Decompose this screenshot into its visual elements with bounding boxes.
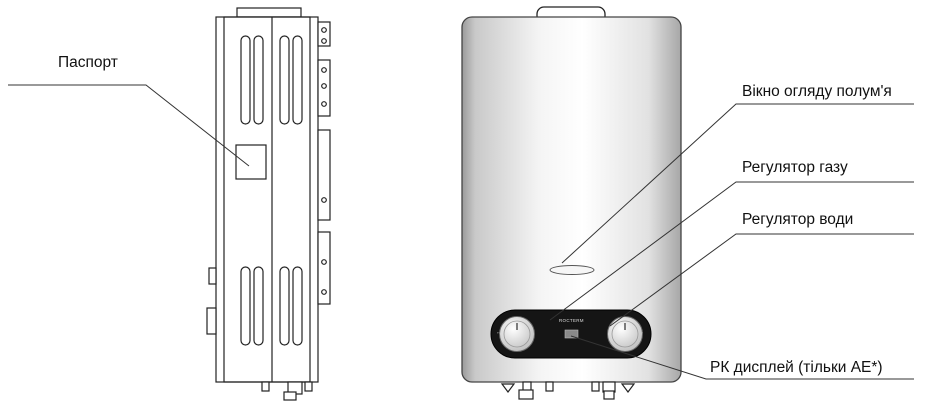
bottom-fitting xyxy=(261,381,270,392)
passport-plate xyxy=(235,144,267,180)
side-view-heater xyxy=(206,7,331,401)
vent-slot xyxy=(279,266,290,346)
bottom-fitting xyxy=(304,381,313,392)
front-view-heater: ROCTERM ‹‹ ›› xyxy=(461,6,682,400)
gas-knob[interactable] xyxy=(499,316,535,352)
rail-hole xyxy=(321,27,327,33)
front-body xyxy=(461,16,682,383)
leader-lcd-display xyxy=(570,335,914,380)
vent-slot xyxy=(240,35,251,125)
vent-slot xyxy=(292,266,303,346)
panel-mark: ‹‹ xyxy=(497,330,500,335)
label-gas-regulator: Регулятор газу xyxy=(742,159,848,176)
vent-slot xyxy=(279,35,290,125)
rail-hole xyxy=(321,197,327,203)
leader-passport xyxy=(8,84,250,167)
label-lcd-display: РК дисплей (тільки АЕ*) xyxy=(710,359,883,376)
label-water-regulator: Регулятор води xyxy=(742,211,853,228)
mount-rail xyxy=(317,129,331,221)
vent-slot xyxy=(292,35,303,125)
brand-logo: ROCTERM xyxy=(559,318,584,323)
flame-window xyxy=(549,265,595,275)
side-top-cap xyxy=(236,7,302,18)
leader-lines xyxy=(8,84,914,380)
front-bottom-fittings xyxy=(500,381,636,400)
lcd-display xyxy=(564,329,579,339)
side-fitting xyxy=(208,267,217,285)
vent-slot xyxy=(253,35,264,125)
label-flame-window: Вікно огляду полум'я xyxy=(742,83,892,100)
rail-hole xyxy=(321,259,327,265)
bottom-fitting xyxy=(283,391,297,401)
rail-hole xyxy=(321,289,327,295)
rail-hole xyxy=(321,38,327,44)
leader-flame-window xyxy=(561,103,914,264)
rail-hole xyxy=(321,83,327,89)
leader-water-regulator xyxy=(609,233,914,327)
side-fitting xyxy=(206,307,217,335)
rail-hole xyxy=(321,67,327,73)
mount-rail xyxy=(317,231,331,305)
vent-slot xyxy=(253,266,264,346)
side-body-outer xyxy=(215,16,319,383)
label-passport: Паспорт xyxy=(58,54,118,71)
leader-gas-regulator xyxy=(549,181,914,321)
mount-rail xyxy=(317,21,331,47)
vent-slot xyxy=(240,266,251,346)
water-knob[interactable] xyxy=(607,316,643,352)
rail-hole xyxy=(321,101,327,107)
panel-mark: ›› xyxy=(640,330,643,335)
